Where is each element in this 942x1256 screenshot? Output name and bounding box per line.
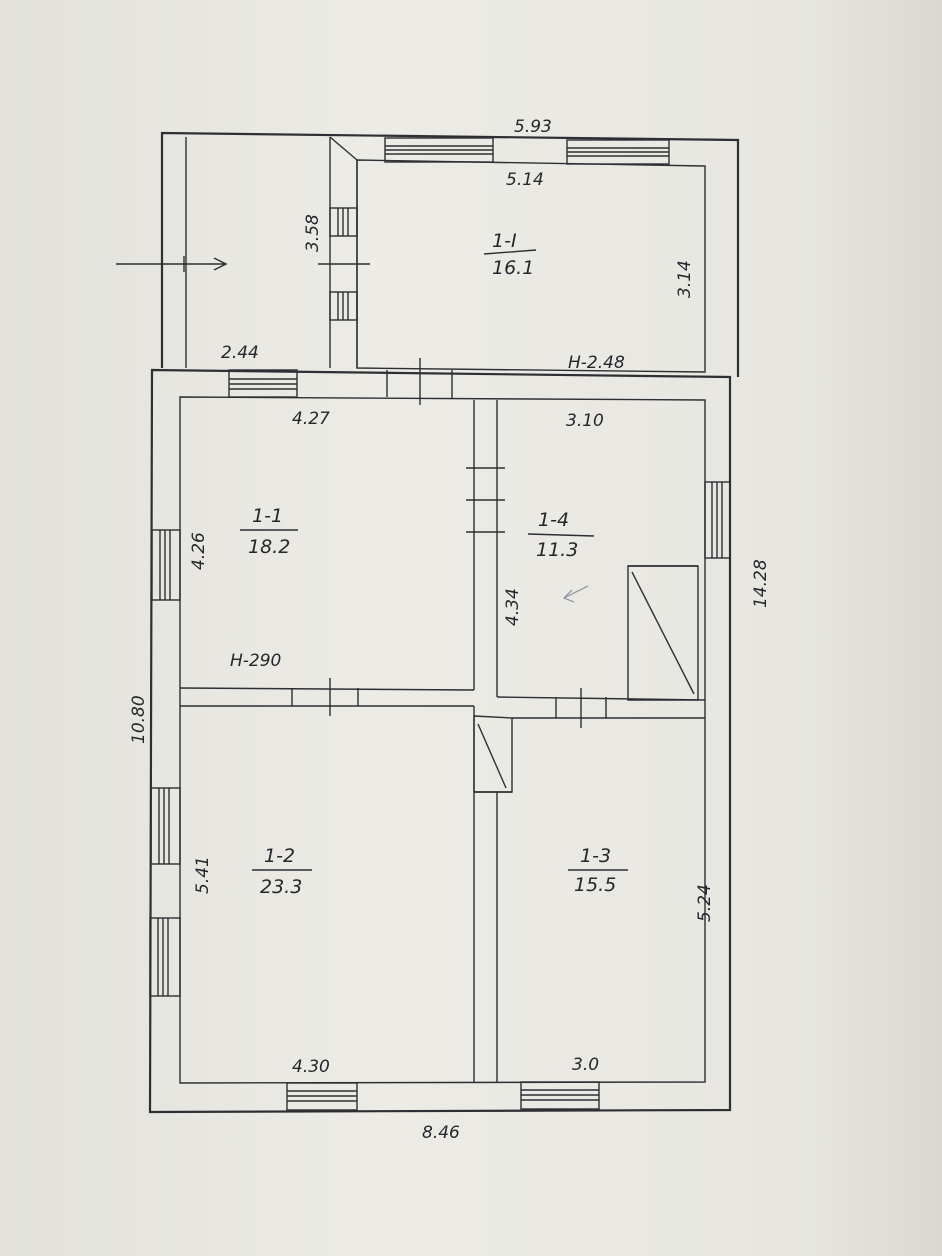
window-porch-upper <box>329 207 358 237</box>
window-1-2-bottom <box>286 1082 358 1111</box>
dim-right-total: 14.28 <box>751 559 771 608</box>
stove-1-4 <box>627 565 699 701</box>
room-area: 15.5 <box>574 874 616 896</box>
porch-corner <box>329 136 358 161</box>
house-inner-wall <box>179 396 706 1084</box>
room-label-1-3: 1-3 15.5 <box>568 845 628 896</box>
dim-top-outer: 5.93 <box>514 117 552 137</box>
room-area: 23.3 <box>260 876 302 898</box>
window-porch-lower <box>329 291 358 321</box>
dim-room-1-4-width: 3.10 <box>566 411 604 431</box>
room-id: 1-3 <box>580 845 611 867</box>
room-id: 1-2 <box>264 845 295 867</box>
window-1-4-right <box>704 481 731 559</box>
room-label-1-2: 1-2 23.3 <box>252 845 312 898</box>
room-id: 1-1 <box>252 505 283 527</box>
dim-room-1-2-height: 5.41 <box>193 856 213 894</box>
stove-diagonal <box>477 723 507 789</box>
annex-outer-wall <box>160 131 740 377</box>
windows <box>149 137 731 1111</box>
house-outer-wall <box>148 368 732 1114</box>
room-area: 11.3 <box>536 539 578 561</box>
room-label-1-4: 1-4 11.3 <box>527 509 595 561</box>
window-1-1-left <box>151 529 181 601</box>
room-label-1-1: 1-1 18.2 <box>240 505 298 558</box>
room-area: 18.2 <box>248 536 290 558</box>
dim-room-1-3-height: 5.24 <box>695 884 715 922</box>
window-top-right <box>566 139 670 165</box>
pencil-arrow-icon <box>562 585 589 603</box>
window-top-left <box>384 137 494 163</box>
dim-room-1-2-width: 4.30 <box>292 1057 330 1077</box>
room-area: 16.1 <box>492 257 534 279</box>
dim-room-1-1-height: 4.26 <box>189 532 209 570</box>
dim-room-1-1-width: 4.27 <box>292 409 330 429</box>
room-id: 1-I <box>492 230 517 252</box>
partition-1-1-1-2-a <box>179 687 475 691</box>
ceiling-height-main: H-290 <box>230 651 281 671</box>
room-id: 1-4 <box>538 509 569 531</box>
stove-cross <box>631 571 695 695</box>
window-1-3-bottom <box>520 1081 600 1110</box>
window-1-1-top <box>228 369 298 398</box>
dim-porch-height: 3.58 <box>303 214 323 252</box>
dim-top-inner: 5.14 <box>506 170 544 190</box>
dim-left-total: 10.80 <box>129 695 149 744</box>
dim-room-1-3-width: 3.0 <box>572 1055 599 1075</box>
exterior-walls <box>148 131 740 1114</box>
window-1-2-left-upper <box>150 787 181 865</box>
entrance-arrow-icon <box>116 256 228 272</box>
dim-bottom-total: 8.46 <box>422 1123 460 1143</box>
ceiling-height-top: H-2.48 <box>568 353 625 373</box>
interior-partitions <box>179 400 706 1082</box>
room-label-1-I: 1-I 16.1 <box>483 230 537 279</box>
dim-room-1-4-height: 4.34 <box>503 588 523 626</box>
dim-porch-width: 2.44 <box>221 343 259 363</box>
dim-room-1I-height: 3.14 <box>675 260 695 298</box>
window-1-2-left-lower <box>149 917 181 997</box>
dimension-labels: 5.93 5.14 3.58 3.14 2.44 H-2.48 4.27 3.1… <box>129 117 771 1143</box>
